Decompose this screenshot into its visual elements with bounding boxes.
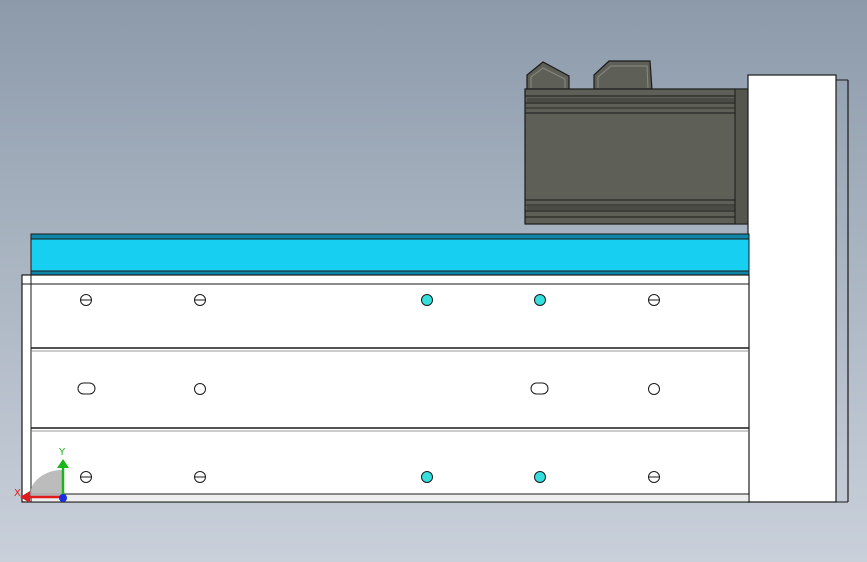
slotted-hole [648,471,660,483]
slotted-hole [80,471,92,483]
hole-row-top [80,294,660,306]
z-axis-dot [59,494,67,502]
base-extrusion[interactable] [21,274,750,503]
cover-strip[interactable] [30,233,750,276]
round-hole [194,383,206,395]
cyan-hole [534,294,546,306]
hole-row-bottom [80,471,660,483]
slotted-hole [80,294,92,306]
motor-connector-left [526,61,570,91]
hole-row-middle [77,382,660,395]
slotted-hole [194,471,206,483]
cyan-hole [421,471,433,483]
motor-connector-right [593,60,653,91]
motor-mount-end-plate[interactable] [747,74,837,503]
coordinate-triad: Y X [14,447,69,503]
slot-hole [77,382,96,395]
x-axis-label: X [14,488,21,499]
slot-hole [530,382,549,395]
slotted-hole [648,294,660,306]
cyan-hole [421,294,433,306]
round-hole [648,383,660,395]
cyan-hole [534,471,546,483]
y-axis-label: Y [58,447,66,458]
servo-motor[interactable] [524,60,750,225]
slotted-hole [194,294,206,306]
motor-body [524,88,750,225]
